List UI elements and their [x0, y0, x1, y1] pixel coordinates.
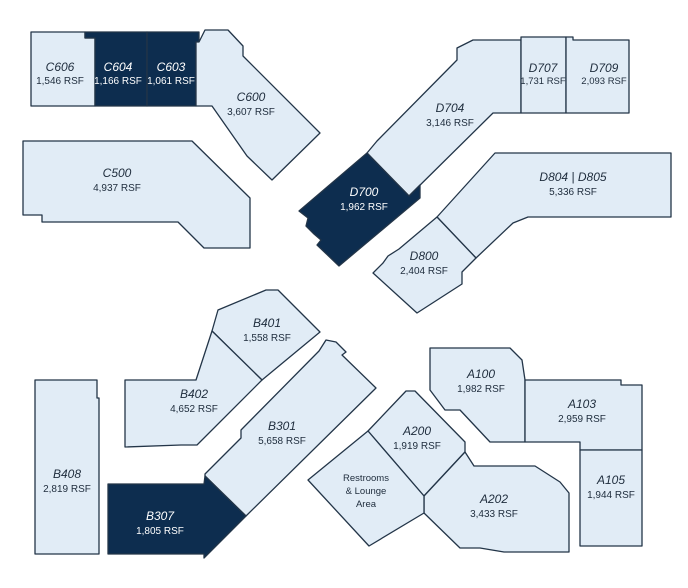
suite-a100-id: A100 — [466, 367, 495, 381]
suite-b402-id: B402 — [180, 387, 208, 401]
suite-b402-shape — [124, 330, 263, 448]
suite-b307-id: B307 — [146, 509, 175, 523]
suite-a100-shape — [429, 347, 526, 443]
suite-d709-area: 2,093 RSF — [581, 76, 627, 87]
suite-d804-d805-area: 5,336 RSF — [549, 187, 597, 198]
suite-a103-id: A103 — [567, 397, 596, 411]
suite-c604-area: 1,166 RSF — [94, 76, 142, 87]
suite-d704-area: 3,146 RSF — [426, 118, 474, 129]
suite-b307[interactable]: B307 1,805 RSF — [107, 475, 247, 559]
suite-c606-area: 1,546 RSF — [36, 76, 84, 87]
suite-c500-shape — [22, 140, 251, 249]
suite-c600[interactable]: C600 3,607 RSF — [195, 29, 321, 181]
suite-c500[interactable]: C500 4,937 RSF — [22, 140, 251, 249]
suite-a105[interactable]: A105 1,944 RSF — [579, 449, 643, 547]
suite-d709-shape — [565, 36, 630, 114]
suite-a202[interactable]: A202 3,433 RSF — [423, 451, 570, 553]
suite-a202-area: 3,433 RSF — [470, 509, 518, 520]
suite-c600-shape — [195, 29, 321, 181]
amenity-line-2: & Lounge — [346, 486, 387, 497]
suite-b408-area: 2,819 RSF — [43, 484, 91, 495]
suite-d707-shape — [520, 36, 567, 114]
suite-a103[interactable]: A103 2,959 RSF — [524, 379, 643, 451]
suite-c600-id: C600 — [237, 90, 266, 104]
suite-c606[interactable]: C606 1,546 RSF — [30, 31, 96, 107]
suite-b401-id: B401 — [253, 316, 281, 330]
suite-a105-area: 1,944 RSF — [587, 490, 635, 501]
suite-a103-area: 2,959 RSF — [558, 414, 606, 425]
suite-c500-id: C500 — [103, 166, 132, 180]
amenity-line-1: Restrooms — [343, 473, 389, 484]
suite-d707-area: 1,731 RSF — [520, 76, 566, 87]
suite-c606-id: C606 — [46, 60, 75, 74]
suite-b307-shape — [107, 475, 247, 559]
suite-d700-id: D700 — [350, 185, 379, 199]
suite-a100[interactable]: A100 1,982 RSF — [429, 347, 526, 443]
suite-d804-d805-shape — [436, 152, 672, 259]
suite-d800[interactable]: D800 2,404 RSF — [372, 216, 477, 314]
suite-c603-id: C603 — [157, 60, 186, 74]
suite-c600-area: 3,607 RSF — [227, 107, 275, 118]
suite-b307-area: 1,805 RSF — [136, 526, 184, 537]
suite-c603[interactable]: C603 1,061 RSF — [146, 31, 200, 107]
amenity-line-3: Area — [356, 499, 377, 510]
suite-b402[interactable]: B402 4,652 RSF — [124, 330, 263, 448]
suite-d700-area: 1,962 RSF — [340, 202, 388, 213]
suite-d804-d805[interactable]: D804 | D805 5,336 RSF — [436, 152, 672, 259]
suite-d800-shape — [372, 216, 477, 314]
suite-c604-id: C604 — [104, 60, 133, 74]
suite-b301-id: B301 — [268, 419, 296, 433]
suite-a105-shape — [579, 449, 643, 547]
suite-a200-id: A200 — [402, 424, 431, 438]
suite-d709-id: D709 — [590, 61, 619, 75]
suite-b408-id: B408 — [53, 467, 81, 481]
suite-b402-area: 4,652 RSF — [170, 404, 218, 415]
suite-c603-area: 1,061 RSF — [147, 76, 195, 87]
suite-d800-id: D800 — [410, 249, 439, 263]
suite-b408-shape — [34, 379, 100, 555]
suite-b301[interactable]: B301 5,658 RSF — [204, 339, 377, 517]
suite-d707-id: D707 — [529, 61, 559, 75]
suite-b301-area: 5,658 RSF — [258, 436, 306, 447]
suite-a202-id: A202 — [479, 492, 508, 506]
restrooms-lounge-area: Restrooms & Lounge Area — [307, 430, 425, 547]
restrooms-lounge-shape — [307, 430, 425, 547]
suite-d800-area: 2,404 RSF — [400, 266, 448, 277]
suite-b401-area: 1,558 RSF — [243, 333, 291, 344]
suite-a200-area: 1,919 RSF — [393, 441, 441, 452]
suite-d709[interactable]: D709 2,093 RSF — [565, 36, 630, 114]
suite-d804-d805-id: D804 | D805 — [539, 170, 606, 184]
suite-d700-shape — [298, 152, 421, 267]
suite-d704-id: D704 — [436, 101, 465, 115]
suite-a100-area: 1,982 RSF — [457, 384, 505, 395]
suite-b408[interactable]: B408 2,819 RSF — [34, 379, 100, 555]
suite-a105-id: A105 — [596, 473, 625, 487]
suite-d707[interactable]: D707 1,731 RSF — [520, 36, 567, 114]
suite-c500-area: 4,937 RSF — [93, 183, 141, 194]
suite-d700[interactable]: D700 1,962 RSF — [298, 152, 421, 267]
